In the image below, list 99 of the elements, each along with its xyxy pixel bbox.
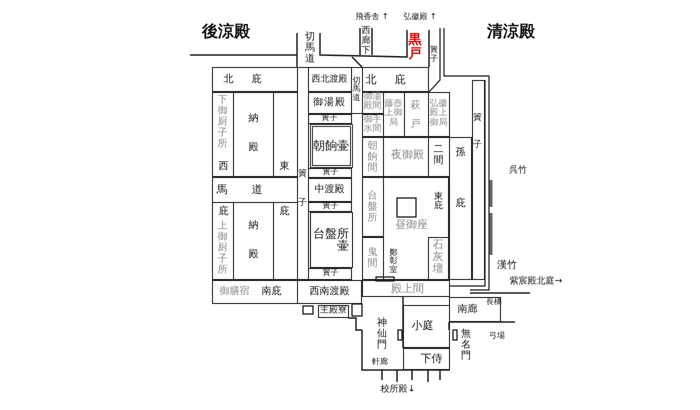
place-label: 弓場: [489, 332, 505, 340]
room-box: [383, 92, 405, 137]
room-box: [308, 67, 352, 92]
place-label: 西廊下: [361, 27, 371, 57]
room-box: [362, 280, 450, 297]
room-label: 南庇: [262, 286, 282, 297]
building-title: 清涼殿: [487, 24, 535, 40]
room-label: 北庇: [224, 74, 280, 85]
room-box: [428, 92, 450, 137]
room-box: [273, 92, 298, 177]
place-label: 軒廊: [372, 358, 388, 366]
building-title: 後涼殿: [202, 24, 250, 40]
room-box: [308, 268, 352, 280]
room-label: 上御厨子所: [217, 220, 228, 275]
place-label: 切馬道: [304, 32, 316, 64]
room-label: 庇: [218, 206, 228, 217]
room-label: 萩戸: [410, 98, 421, 132]
place-label: 弘徽殿 ↑: [403, 12, 437, 22]
room-box: [297, 280, 362, 304]
room-label: 下侍: [420, 352, 442, 364]
room-label: 御湯殿間: [363, 92, 382, 112]
room-label: 簀子: [322, 201, 338, 210]
room-label: 南廊: [458, 304, 478, 315]
room-label: 庇: [280, 206, 290, 217]
room-box: [404, 92, 429, 137]
room-label: 簀子: [298, 168, 308, 210]
room-box: [362, 237, 384, 280]
room-label: 東: [280, 161, 290, 172]
room-box: [212, 92, 234, 177]
room-label: 朝餉壷: [313, 140, 349, 152]
room-box: [212, 177, 298, 203]
room-label: 石灰壇: [432, 238, 444, 276]
room-label: 西北渡殿: [312, 74, 348, 84]
room-label: 東庇: [434, 192, 444, 212]
room-box: [362, 137, 384, 177]
room-box: [212, 67, 298, 92]
room-label: 西南渡殿: [310, 286, 350, 297]
room-label: 北庇: [366, 74, 424, 86]
room-box: [428, 236, 448, 280]
room-box: [212, 202, 234, 280]
room-label: 中渡殿: [314, 184, 344, 195]
room-label: 朝餉間: [367, 140, 378, 173]
room-label: 二間: [433, 144, 444, 166]
room-label: 小庭: [412, 320, 434, 332]
room-box: [308, 92, 352, 114]
room-box: [212, 280, 298, 304]
room-label: 孫庇: [455, 146, 466, 210]
room-box: [308, 202, 352, 212]
place-label: 神仙門: [376, 318, 388, 350]
room-box: [308, 114, 352, 124]
room-label: 簀子: [322, 167, 338, 176]
room-label: 鬼間: [367, 246, 378, 268]
room-label: 藤壺上御局: [384, 100, 403, 130]
room-box: [318, 305, 349, 318]
room-box: [403, 305, 450, 348]
room-box: [472, 80, 485, 280]
room-label: 台盤所: [367, 190, 378, 223]
room-label: 台盤所壷: [312, 226, 349, 252]
room-label: 主殿寮: [320, 306, 347, 316]
room-box: [403, 348, 450, 370]
room-box: [308, 178, 352, 202]
room-label: 納殿: [248, 112, 259, 154]
room-box: [297, 67, 309, 280]
room-label: 簀子: [322, 268, 338, 277]
room-box: [362, 67, 429, 92]
room-label: 御手水間: [363, 116, 382, 136]
building-title: 黒戸: [408, 34, 422, 62]
room-box: [383, 137, 429, 177]
room-label: 馬道: [216, 184, 286, 196]
room-box: [351, 67, 363, 114]
room-label: 弘徽殿上御局: [429, 100, 448, 130]
room-label: 御膳宿: [220, 286, 250, 297]
place-label: 漢竹: [497, 260, 517, 272]
room-label: 簀子: [322, 113, 338, 122]
room-label: 下御厨子所: [217, 94, 228, 149]
room-box: [310, 124, 353, 168]
room-label: 西: [218, 161, 228, 172]
room-label: 夜御殿: [391, 148, 424, 160]
room-box: [310, 212, 353, 268]
place-label: 紫宸殿北庭→: [510, 277, 562, 287]
room-label: 鄭彰室: [389, 248, 398, 275]
room-box: [449, 137, 472, 280]
room-box: [428, 137, 450, 177]
place-label: 呉竹: [509, 166, 527, 176]
room-box: [383, 177, 449, 280]
room-label: 納殿: [248, 218, 259, 262]
room-box: [449, 297, 501, 322]
place-label: 飛香舎 ↑: [355, 12, 389, 22]
room-label: 昼御座: [395, 218, 428, 230]
room-label: 簀子: [472, 112, 482, 152]
room-box: [362, 177, 384, 237]
room-box: [233, 92, 274, 177]
place-label: 校所殿↓: [380, 385, 416, 395]
room-box: [308, 168, 352, 178]
room-label: 切馬道: [352, 76, 361, 103]
room-label: 殿上間: [391, 282, 424, 294]
place-label: 簀子: [430, 46, 438, 64]
place-label: 無名門: [460, 328, 472, 362]
room-label: 御湯殿: [313, 97, 346, 108]
